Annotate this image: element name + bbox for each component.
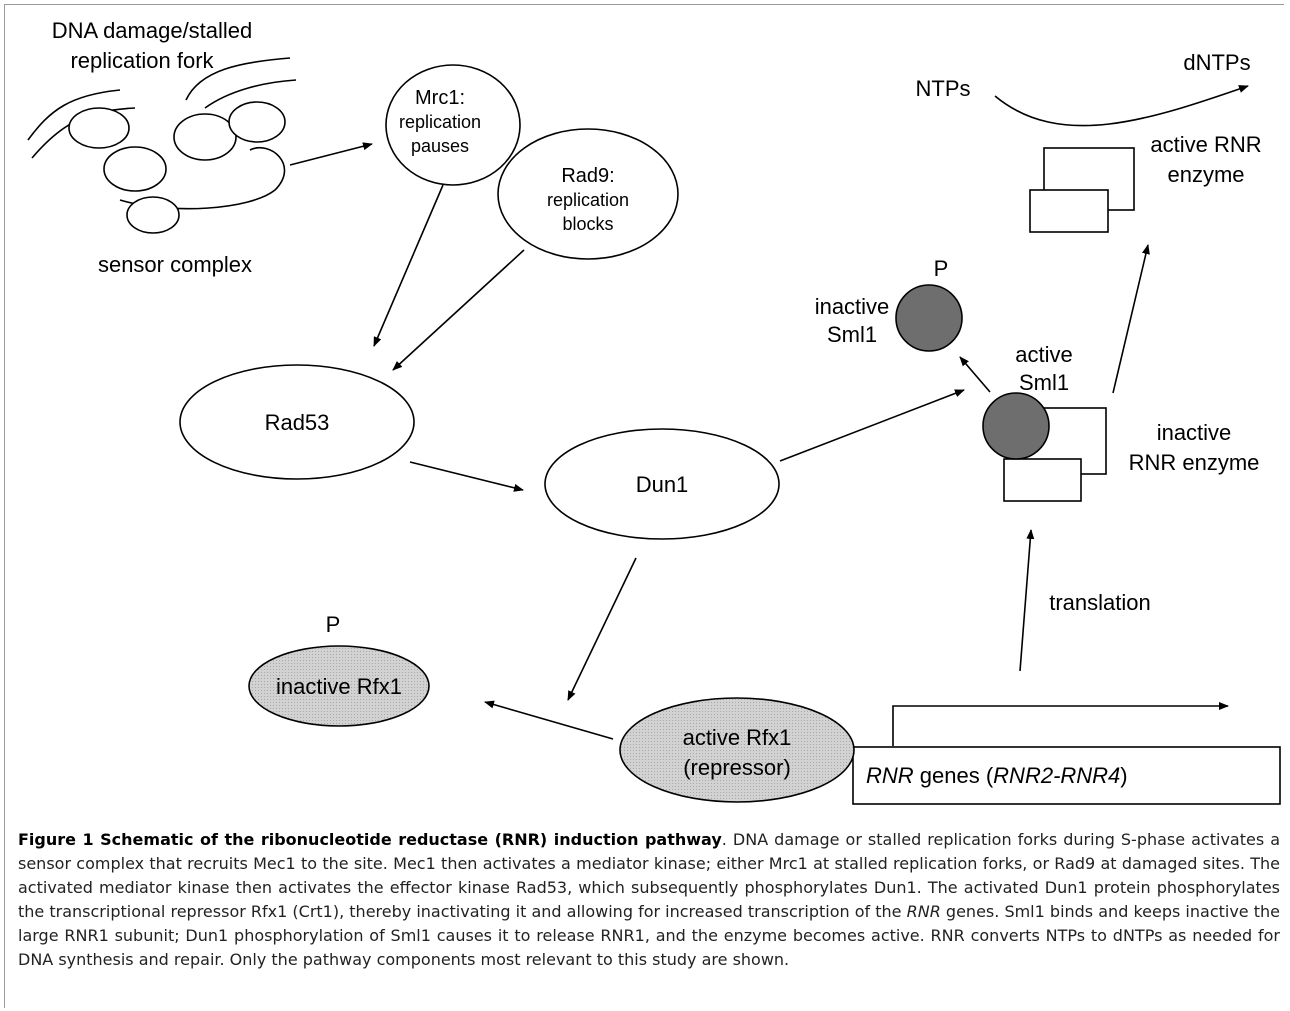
label-active-rnr-1: active RNR	[1150, 132, 1261, 157]
label-inactive-rfx1-p: P	[326, 612, 341, 637]
label-dna-damage-1: DNA damage/stalled	[52, 18, 253, 43]
label-rad9-3: blocks	[562, 214, 613, 234]
label-active-rfx1-2: (repressor)	[683, 755, 791, 780]
pathway-diagram: DNA damage/stalled replication fork sens…	[27, 18, 1281, 805]
figure-frame-top	[4, 4, 1284, 5]
dna-strand-4	[204, 79, 297, 109]
inactive-rfx1-node	[248, 645, 430, 727]
label-rnr-genes: RNR genes (RNR2-RNR4)	[866, 763, 1128, 788]
dna-strand-1	[27, 89, 121, 141]
sensor-subunit-5	[126, 196, 180, 234]
arrow-rnr-activation	[1112, 244, 1150, 394]
arrow-rad9-to-rad53	[392, 249, 525, 371]
label-mrc1-2: replication	[399, 112, 481, 132]
label-active-sml1-1: active	[1015, 342, 1072, 367]
label-rnr-genes-italic2: RNR2-RNR4	[993, 763, 1120, 788]
sensor-subunit-2	[103, 146, 167, 192]
inactive-rnr-enzyme	[1003, 407, 1107, 502]
label-inactive-rnr-2: RNR enzyme	[1129, 450, 1260, 475]
active-rnr-subunit-small	[1029, 189, 1109, 233]
label-rnr-genes-end: )	[1120, 763, 1127, 788]
sensor-subunit-4	[228, 101, 286, 143]
caption-text-1: . DNA damage or stalled replication fork…	[18, 830, 1280, 921]
label-inactive-sml1-2: Sml1	[827, 322, 877, 347]
active-sml1-node	[982, 392, 1050, 460]
dna-strand-3	[185, 57, 291, 101]
label-ntps: NTPs	[916, 76, 971, 101]
label-rnr-genes-mid: genes (	[914, 763, 994, 788]
rad9-node	[497, 128, 679, 260]
sensor-complex-drawing	[27, 57, 297, 234]
label-rad9-2: replication	[547, 190, 629, 210]
label-active-rfx1-1: active Rfx1	[683, 725, 792, 750]
rnr-genes-box	[852, 746, 1281, 805]
arrow-translation	[1019, 529, 1035, 672]
label-mrc1-1: Mrc1:	[415, 87, 465, 109]
label-active-sml1-2: Sml1	[1019, 370, 1069, 395]
label-sensor-complex: sensor complex	[98, 252, 252, 277]
transcription-start-arrow	[892, 702, 1229, 746]
label-inactive-sml1-p: P	[934, 256, 949, 281]
label-mrc1-3: pauses	[411, 136, 469, 156]
mrc1-node	[385, 64, 521, 186]
sensor-subunit-3	[173, 113, 237, 161]
arrow-sml1-phosphorylation	[959, 356, 991, 393]
arrow-dun1-to-rfx1	[567, 557, 637, 701]
inactive-sml1-node	[895, 284, 963, 352]
caption-text-2: genes. Sml1 binds and keeps inactive the…	[18, 902, 1281, 969]
arrow-dun1-to-sml1	[779, 389, 965, 462]
arrow-sensor-to-mrc1	[289, 142, 373, 166]
active-rfx1-node	[619, 697, 855, 803]
label-inactive-sml1-1: inactive	[815, 294, 890, 319]
label-dna-damage-2: replication fork	[70, 48, 214, 73]
label-inactive-rfx1: inactive Rfx1	[276, 674, 402, 699]
arrow-rad53-to-dun1	[409, 461, 524, 492]
label-rad9-1: Rad9:	[561, 165, 614, 187]
label-rnr-genes-italic: RNR	[866, 763, 914, 788]
arrow-rfx1-inactivation	[484, 700, 614, 740]
caption-title: Figure 1 Schematic of the ribonucleotide…	[18, 830, 722, 849]
caption-text-italic: RNR	[906, 902, 941, 921]
figure-frame-left	[4, 4, 5, 1008]
active-rnr-enzyme	[1029, 147, 1135, 233]
dun1-node	[544, 428, 780, 540]
inactive-rnr-subunit-small	[1003, 458, 1082, 502]
rad53-node	[179, 364, 415, 480]
label-dun1: Dun1	[636, 472, 689, 497]
label-inactive-rnr-1: inactive	[1157, 420, 1232, 445]
figure-caption: Figure 1 Schematic of the ribonucleotide…	[18, 828, 1280, 972]
label-active-rnr-2: enzyme	[1167, 162, 1244, 187]
label-rad53: Rad53	[265, 410, 330, 435]
sensor-subunit-1	[68, 107, 130, 149]
arrow-mrc1-to-rad53	[373, 184, 444, 347]
pathway-arrows	[289, 142, 1150, 740]
label-translation: translation	[1049, 590, 1151, 615]
ntp-conversion-arrow	[994, 85, 1249, 127]
label-dntps: dNTPs	[1183, 50, 1250, 75]
